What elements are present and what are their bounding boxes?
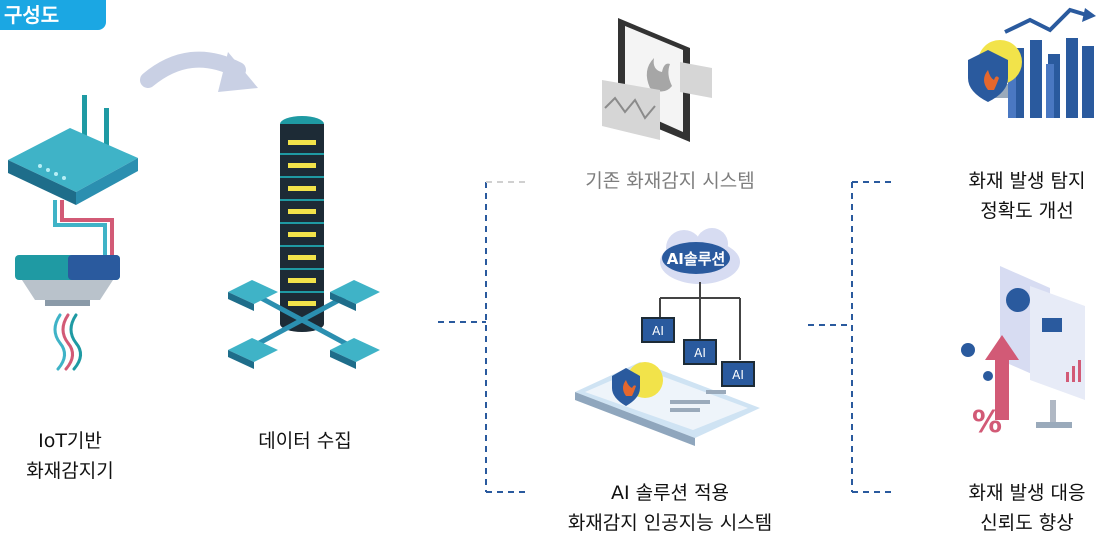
ai-cloud-icon [660,228,740,284]
reliability-label-line1: 화재 발생 대응 [968,482,1086,504]
reliability-node-label: 화재 발생 대응 신뢰도 향상 [946,478,1108,538]
server-tower-icon [280,116,324,332]
ai-label-line1: AI 솔루션 적용 [610,482,730,504]
iot-label-line1: IoT기반 [38,430,102,452]
accuracy-node-label: 화재 발생 탐지 정확도 개선 [946,166,1108,226]
ai-tablet-icon [575,362,760,446]
data-node-label: 데이터 수집 [220,426,390,456]
flow-arrow-icon [140,51,258,92]
smoke-detector-icon [15,255,120,306]
reliability-board-icon: % [961,266,1085,440]
iot-router-icon [8,95,138,205]
accuracy-label-line2: 정확도 개선 [980,200,1074,222]
svg-text:%: % [972,405,1002,440]
legacy-tablet-icon [602,18,712,142]
iot-label-line2: 화재감지기 [26,460,114,482]
ai-monitor-icon [641,317,755,387]
ai-node-label: AI 솔루션 적용 화재감지 인공지능 시스템 [530,478,810,538]
reliability-label-line2: 신뢰도 향상 [980,512,1074,534]
legacy-label-line1: 기존 화재감지 시스템 [585,170,755,192]
ai-label-line2: 화재감지 인공지능 시스템 [567,512,773,534]
diagram-title-badge: 구성도 [0,0,106,30]
smoke-icon [53,313,82,371]
ai-monitor-label: AI [732,368,744,382]
network-node-icon [228,280,380,369]
ai-monitor-label: AI [652,324,664,338]
accuracy-chart-icon [968,7,1096,118]
accuracy-label-line1: 화재 발생 탐지 [968,170,1086,192]
ai-cloud-label: AI솔루션 [667,250,726,268]
legacy-node-label: 기존 화재감지 시스템 [540,166,800,196]
ai-monitor-label: AI [694,346,706,360]
iot-node-label: IoT기반 화재감지기 [0,426,140,486]
data-label-line1: 데이터 수집 [258,430,352,452]
